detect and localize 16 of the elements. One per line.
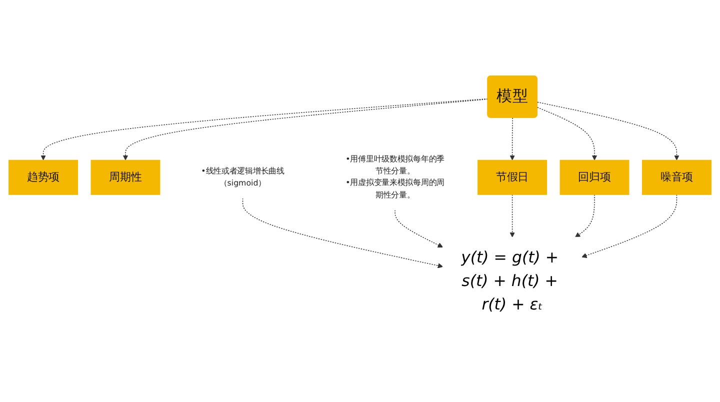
- arrow: [510, 194, 515, 238]
- node-box: 回归项: [560, 160, 630, 195]
- arrow: [582, 194, 678, 258]
- node-box: 噪音项: [642, 160, 712, 195]
- node-box: 周期性: [90, 160, 160, 195]
- arrow: [575, 194, 595, 238]
- arrow: [537, 102, 680, 160]
- arrow: [40, 98, 488, 160]
- node-text: y(t) = g(t) + s(t) + h(t) + r(t) + εₜ: [461, 248, 559, 314]
- arrow: [394, 210, 444, 248]
- arrow: [122, 98, 488, 160]
- arrow: [242, 198, 444, 268]
- arrow: [510, 118, 515, 160]
- node-box: 节假日: [478, 160, 548, 195]
- arrow: [537, 107, 598, 160]
- node-box: 趋势项: [8, 160, 78, 195]
